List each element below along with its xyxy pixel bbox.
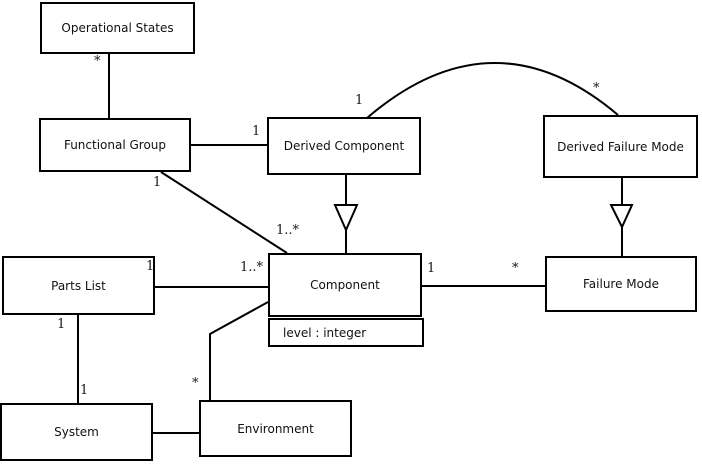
generalization-triangle-icon-failure-mode: [609, 204, 634, 230]
class-name-component: Component: [310, 278, 380, 292]
edge-functional-group-component: [160, 171, 288, 254]
class-derived-failure-mode: Derived Failure Mode: [543, 115, 698, 178]
class-name-system: System: [54, 425, 99, 439]
multiplicity-component-end-fm-line: 1: [427, 261, 436, 276]
edge-arc-derived-component-derived-failure-mode: [366, 62, 619, 119]
multiplicity-parts-list-system-bottom: 1: [80, 383, 89, 398]
class-name-derived-failure-mode: Derived Failure Mode: [557, 139, 684, 154]
multiplicity-failure-mode-end: *: [512, 261, 519, 276]
multiplicity-parts-list-system-top: 1: [57, 317, 66, 332]
class-operational-states: Operational States: [40, 2, 195, 54]
class-name-operational-states: Operational States: [61, 21, 174, 35]
generalization-triangle-icon-component: [333, 204, 359, 233]
multiplicity-derived-component-end-fg-line: 1: [252, 124, 261, 139]
multiplicity-component-end-diagonal: 1..*: [276, 223, 300, 238]
class-component-attribute-compartment: level : integer: [268, 318, 424, 347]
multiplicity-derived-failure-mode-end-arc: *: [593, 81, 600, 96]
class-derived-component: Derived Component: [267, 117, 421, 175]
multiplicity-component-end-parts-line: 1..*: [240, 260, 264, 275]
edge-component-environment: [209, 301, 269, 400]
multiplicity-parts-list-end: 1: [146, 259, 155, 274]
class-name-failure-mode: Failure Mode: [583, 277, 659, 291]
class-name-derived-component: Derived Component: [283, 139, 405, 153]
attribute-level-integer: level : integer: [283, 325, 367, 340]
class-name-environment: Environment: [237, 421, 314, 436]
class-failure-mode: Failure Mode: [545, 256, 697, 312]
class-parts-list: Parts List: [2, 256, 155, 315]
multiplicity-derived-component-end-arc: 1: [355, 93, 364, 108]
multiplicity-operational-states-end: *: [94, 54, 101, 69]
class-system: System: [0, 403, 153, 461]
class-name-functional-group: Functional Group: [63, 138, 167, 152]
multiplicity-environment-end: *: [192, 376, 199, 391]
class-name-parts-list: Parts List: [51, 278, 106, 293]
class-component: Component: [268, 253, 422, 317]
class-functional-group: Functional Group: [39, 118, 191, 172]
class-environment: Environment: [199, 400, 352, 457]
multiplicity-functional-group-end-diagonal: 1: [153, 175, 162, 190]
